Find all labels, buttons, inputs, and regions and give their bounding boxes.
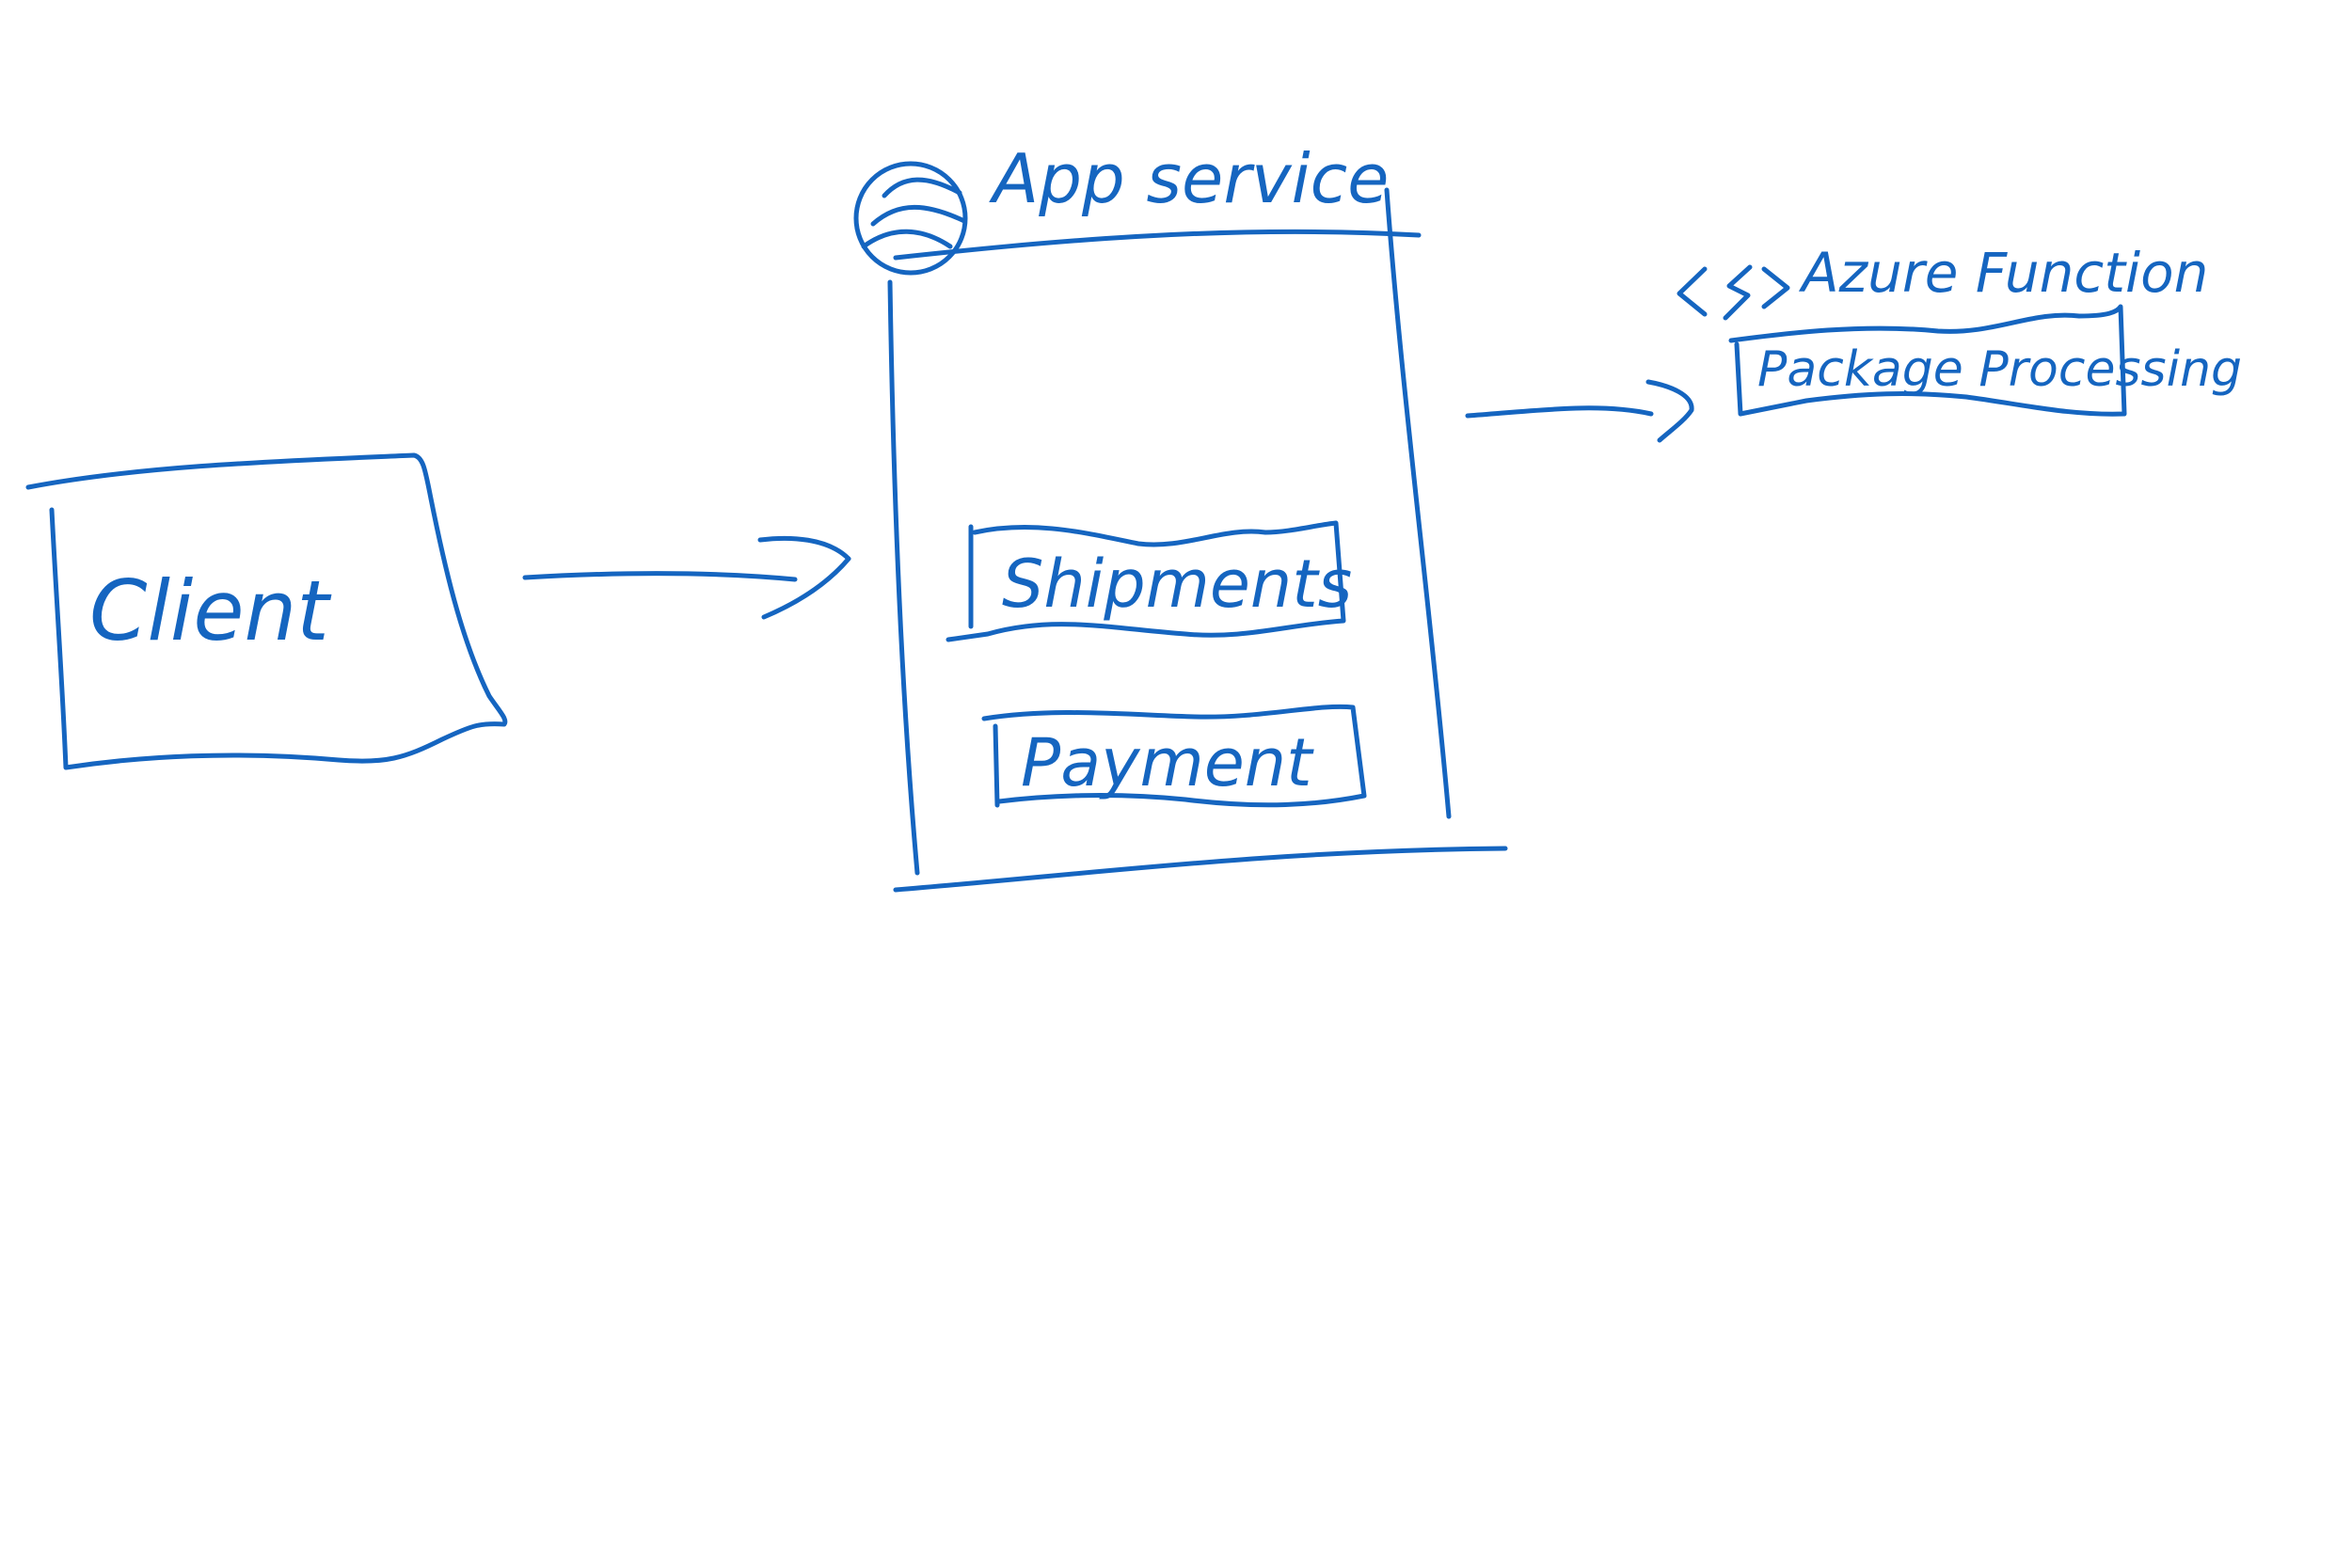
app-service-right-border — [1384, 187, 1452, 819]
app-service-top-border — [893, 229, 1422, 261]
shipments-label: Shipments — [1002, 546, 1352, 623]
app-service-left-border — [887, 279, 920, 876]
arrow-head — [757, 535, 851, 620]
arrow-shaft — [522, 571, 798, 582]
package-processing-component: Package Processing — [1728, 304, 2242, 417]
arrow-app-service-to-azure-function — [1465, 379, 1694, 443]
arrow-shaft — [1465, 405, 1654, 419]
shipments-component: Shipments — [946, 520, 1352, 642]
shipments-box — [946, 520, 1346, 642]
azure-function-node: Azure Function Package Processing — [1677, 241, 2242, 417]
client-label: Client — [89, 562, 332, 659]
payment-box — [981, 704, 1367, 808]
app-service-node: App service Shipments Payment — [853, 139, 1508, 893]
azure-function-title: Azure Function — [1798, 241, 2208, 305]
payment-label: Payment — [1021, 724, 1314, 801]
app-service-title: App service — [989, 139, 1389, 218]
payment-component: Payment — [981, 704, 1367, 808]
arrow-head — [1645, 379, 1694, 443]
package-processing-label: Package Processing — [1757, 341, 2242, 398]
package-processing-box — [1728, 304, 2127, 417]
arrow-client-to-app-service — [522, 535, 851, 620]
app-service-icon — [853, 161, 968, 276]
app-service-bottom-border — [893, 846, 1508, 893]
client-node: Client — [25, 452, 508, 770]
client-box — [25, 452, 508, 770]
azure-function-icon — [1677, 264, 1790, 321]
